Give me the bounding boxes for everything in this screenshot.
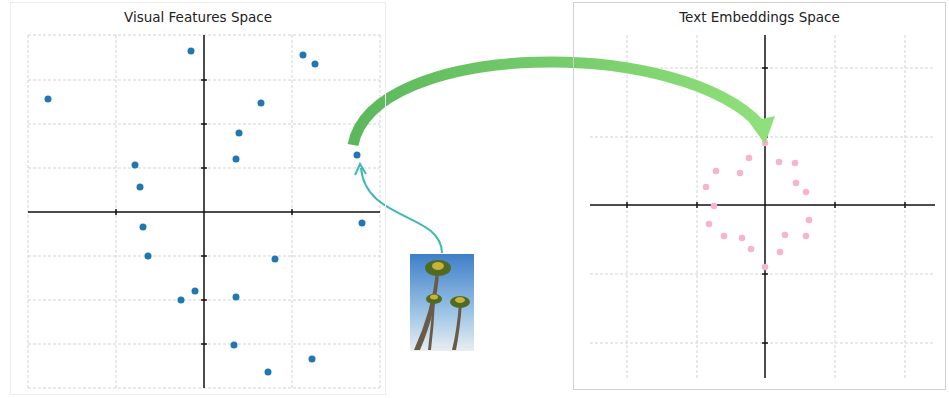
grid <box>28 35 380 388</box>
palm-photo <box>410 254 474 351</box>
plot-panel: Visual Features Space <box>10 2 386 395</box>
plot-panel: Text Embeddings Space <box>573 2 946 390</box>
text-points <box>703 140 813 271</box>
pointer-curve <box>355 164 442 253</box>
axes <box>28 35 380 388</box>
panel-title: Visual Features Space <box>11 9 385 25</box>
mapping-arrow <box>353 62 775 145</box>
axes <box>590 35 935 378</box>
visual-points <box>45 48 366 376</box>
panel-title: Text Embeddings Space <box>574 9 945 25</box>
grid <box>590 35 935 378</box>
